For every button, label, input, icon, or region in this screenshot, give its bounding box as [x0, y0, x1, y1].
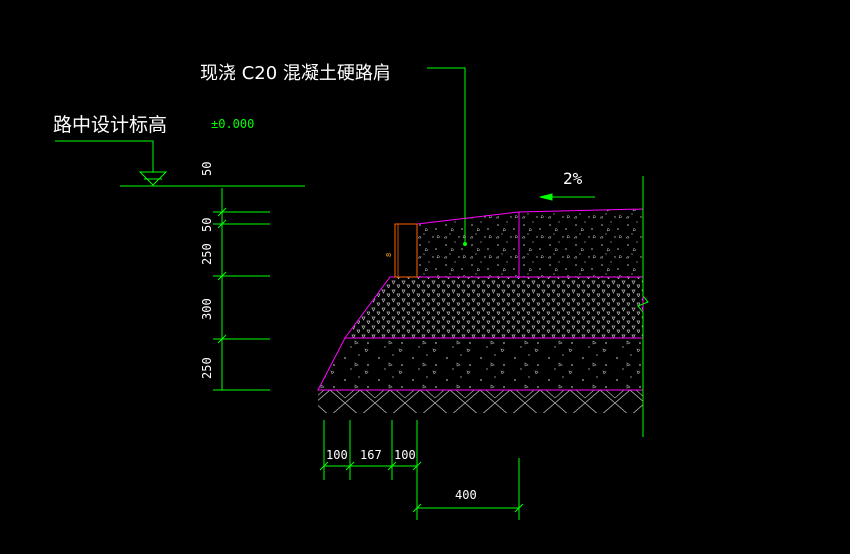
gravel-layer [344, 276, 644, 339]
vertical-dim-1: 50 [200, 162, 214, 176]
subgrade-soil [318, 390, 643, 413]
horizontal-dim-1: 100 [326, 448, 348, 462]
elevation-leader-line [55, 140, 154, 172]
break-line-icon [637, 176, 649, 437]
shoulder-leader-line [427, 67, 466, 243]
vertical-dim-3: 250 [200, 243, 214, 265]
vertical-dim-4: 300 [200, 298, 214, 320]
elevation-triangle-icon [138, 171, 168, 186]
horizontal-dim-4: 400 [455, 488, 477, 502]
vertical-dim-5: 250 [200, 357, 214, 379]
slope-arrow-icon [539, 193, 595, 201]
center-elevation-label: 路中设计标高 [53, 114, 167, 136]
pavement-cross-section: 8 [317, 176, 649, 437]
vertical-dim-2: 50 [200, 218, 214, 232]
curb-mark: 8 [385, 253, 393, 257]
horizontal-dim-2: 167 [360, 448, 382, 462]
curb-block [394, 223, 418, 278]
center-elevation-value: ±0.000 [211, 117, 254, 131]
vertical-dimension-chain [213, 188, 270, 391]
horizontal-dim-3: 100 [394, 448, 416, 462]
concrete-shoulder-layer [416, 208, 644, 278]
slope-label: 2% [563, 169, 583, 188]
shoulder-material-label: 现浇 C20 混凝土硬路肩 [200, 63, 391, 84]
horizontal-dimension-chain [319, 420, 524, 520]
base-layer [317, 337, 644, 391]
